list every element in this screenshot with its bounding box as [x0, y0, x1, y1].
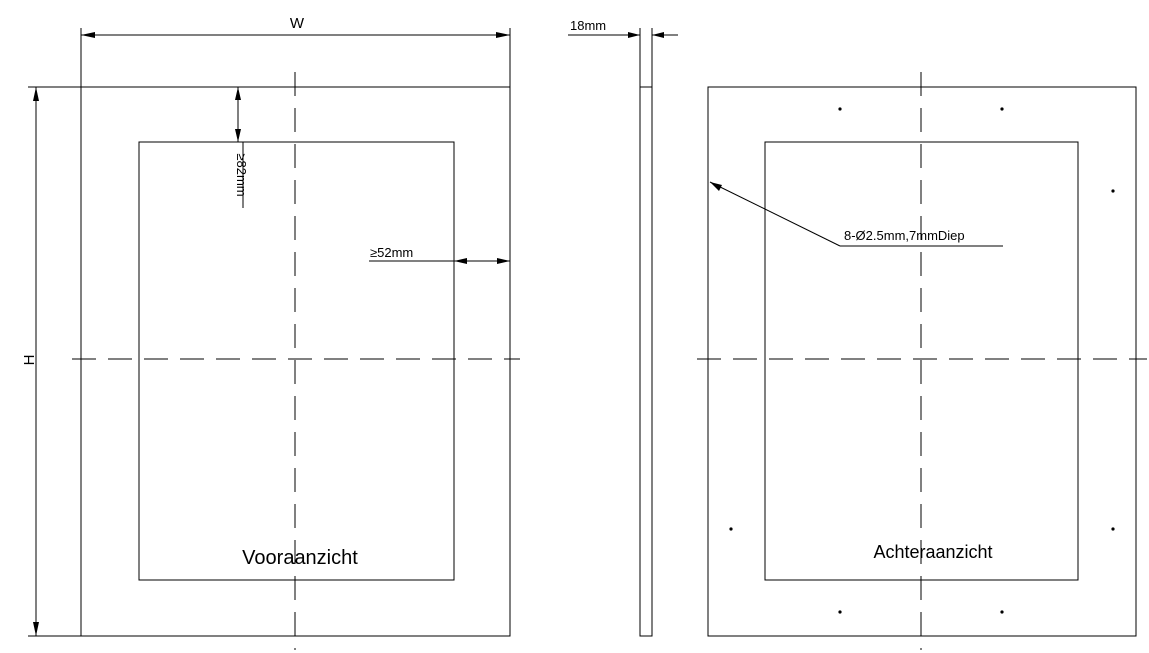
- mounting-hole: [1111, 189, 1115, 193]
- side-margin-arrow-left: [454, 258, 467, 264]
- mounting-hole: [1000, 610, 1004, 614]
- top-margin-dimension: ≥82mm: [234, 87, 249, 208]
- holes-leader-arrow: [710, 182, 722, 191]
- mounting-hole: [838, 107, 842, 111]
- back-view-label: Achteraanzicht: [873, 542, 992, 562]
- top-margin-arrow-bottom: [235, 129, 241, 142]
- holes-leader-diagonal: [709, 181, 841, 247]
- top-margin-label: ≥82mm: [234, 153, 249, 196]
- thickness-arrow-right: [652, 32, 664, 38]
- front-view: Vooraanzicht: [72, 72, 520, 650]
- height-arrow-top: [33, 87, 39, 101]
- back-outer-frame: [707, 86, 1137, 637]
- back-view: 8-Ø2.5mm,7mmDiep Achteraanzicht: [697, 72, 1147, 650]
- side-margin-label: ≥52mm: [370, 245, 413, 260]
- mounting-hole: [1111, 527, 1115, 531]
- thickness-label: 18mm: [570, 18, 606, 33]
- front-inner-opening: [138, 141, 455, 581]
- thickness-arrow-left: [628, 32, 640, 38]
- side-margin-arrow-right: [497, 258, 510, 264]
- height-arrow-bottom: [33, 622, 39, 636]
- width-label: W: [290, 15, 305, 32]
- height-label: H: [21, 355, 38, 366]
- width-arrow-left: [81, 32, 95, 38]
- side-margin-dimension: ≥52mm: [369, 245, 510, 264]
- front-view-label: Vooraanzicht: [242, 547, 358, 569]
- mounting-hole: [1000, 107, 1004, 111]
- side-view: 18mm: [568, 18, 678, 637]
- mounting-hole: [838, 610, 842, 614]
- holes-label: 8-Ø2.5mm,7mmDiep: [844, 228, 965, 243]
- side-profile: [639, 86, 653, 637]
- width-arrow-right: [496, 32, 510, 38]
- top-margin-arrow-top: [235, 87, 241, 100]
- height-dimension: H: [21, 86, 81, 637]
- width-dimension: W: [80, 15, 511, 87]
- mounting-hole: [729, 527, 733, 531]
